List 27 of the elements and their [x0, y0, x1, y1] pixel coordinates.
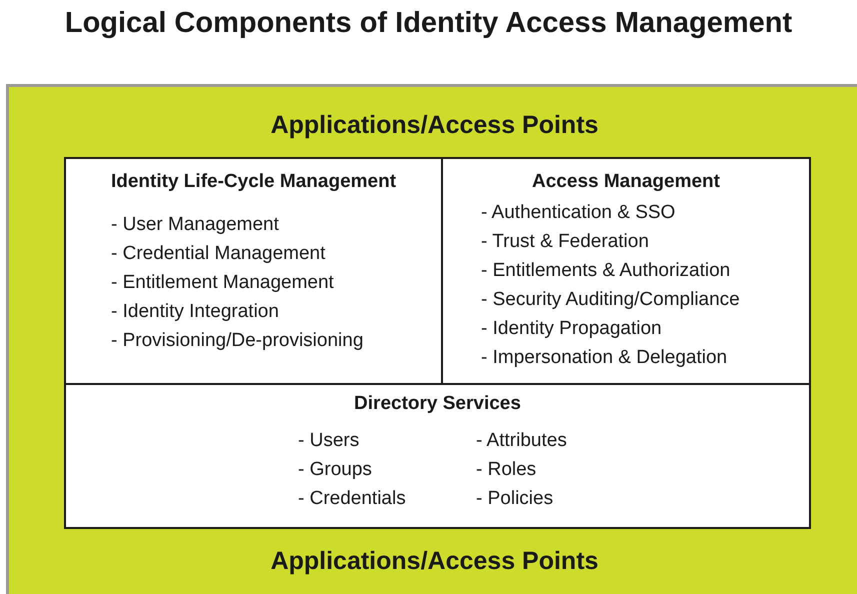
list-item: - Trust & Federation — [481, 231, 649, 253]
list-item: - Credentials — [298, 488, 406, 510]
band-heading: Applications/Access Points — [270, 547, 600, 576]
list-item: - Identity Propagation — [481, 318, 662, 340]
section-box — [64, 383, 811, 529]
list-item: - Credential Management — [111, 243, 326, 265]
list-item: - Identity Integration — [111, 301, 279, 323]
section-heading: Access Management — [531, 171, 721, 193]
section-heading: Directory Services — [353, 393, 522, 415]
section-box — [441, 157, 811, 385]
section-box — [64, 157, 443, 385]
list-item: - Entitlement Management — [111, 272, 334, 294]
diagram-title: Logical Components of Identity Access Management — [64, 6, 794, 41]
list-item: - Roles — [476, 459, 536, 481]
list-item: - Impersonation & Delegation — [481, 347, 728, 369]
list-item: - Policies — [476, 488, 554, 510]
list-item: - Users — [298, 430, 360, 452]
list-item: - Attributes — [476, 430, 567, 452]
list-item: - Groups — [298, 459, 372, 481]
section-heading: Identity Life-Cycle Management — [110, 171, 398, 193]
list-item: - Provisioning/De-provisioning — [111, 330, 364, 352]
list-item: - Entitlements & Authorization — [481, 260, 730, 282]
band-heading: Applications/Access Points — [270, 111, 600, 140]
list-item: - Authentication & SSO — [481, 202, 676, 224]
list-item: - Security Auditing/Compliance — [481, 289, 740, 311]
outer-panel — [6, 84, 857, 594]
list-item: - User Management — [111, 214, 279, 236]
